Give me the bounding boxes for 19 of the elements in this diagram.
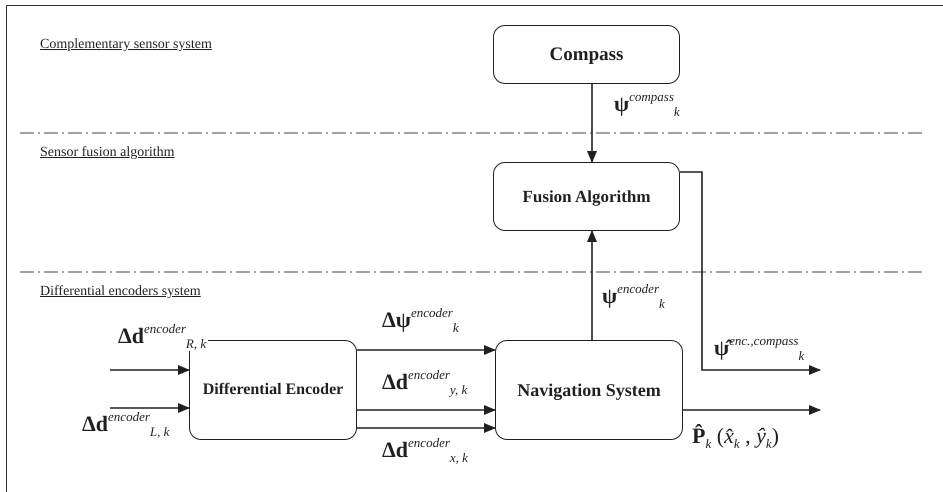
arrow xyxy=(357,405,496,415)
arrow xyxy=(680,171,821,375)
arrow xyxy=(587,230,597,340)
process-box xyxy=(493,162,680,231)
box-label: Compass xyxy=(548,44,624,66)
arrow xyxy=(357,345,496,355)
section-title: Sensor fusion algorithm xyxy=(40,145,175,161)
arrow xyxy=(683,405,821,415)
section-title: Complementary sensor system xyxy=(40,37,212,53)
box-label: Fusion Algorithm xyxy=(522,186,652,206)
arrow xyxy=(357,423,496,433)
arrow xyxy=(110,403,190,413)
box-label: Differential Encoder xyxy=(202,380,344,400)
arrow xyxy=(587,84,597,163)
box-label: Navigation System xyxy=(516,380,662,400)
process-box xyxy=(495,340,683,440)
arrow xyxy=(110,365,190,375)
process-box xyxy=(493,25,680,84)
section-title: Differential encoders system xyxy=(40,284,201,300)
